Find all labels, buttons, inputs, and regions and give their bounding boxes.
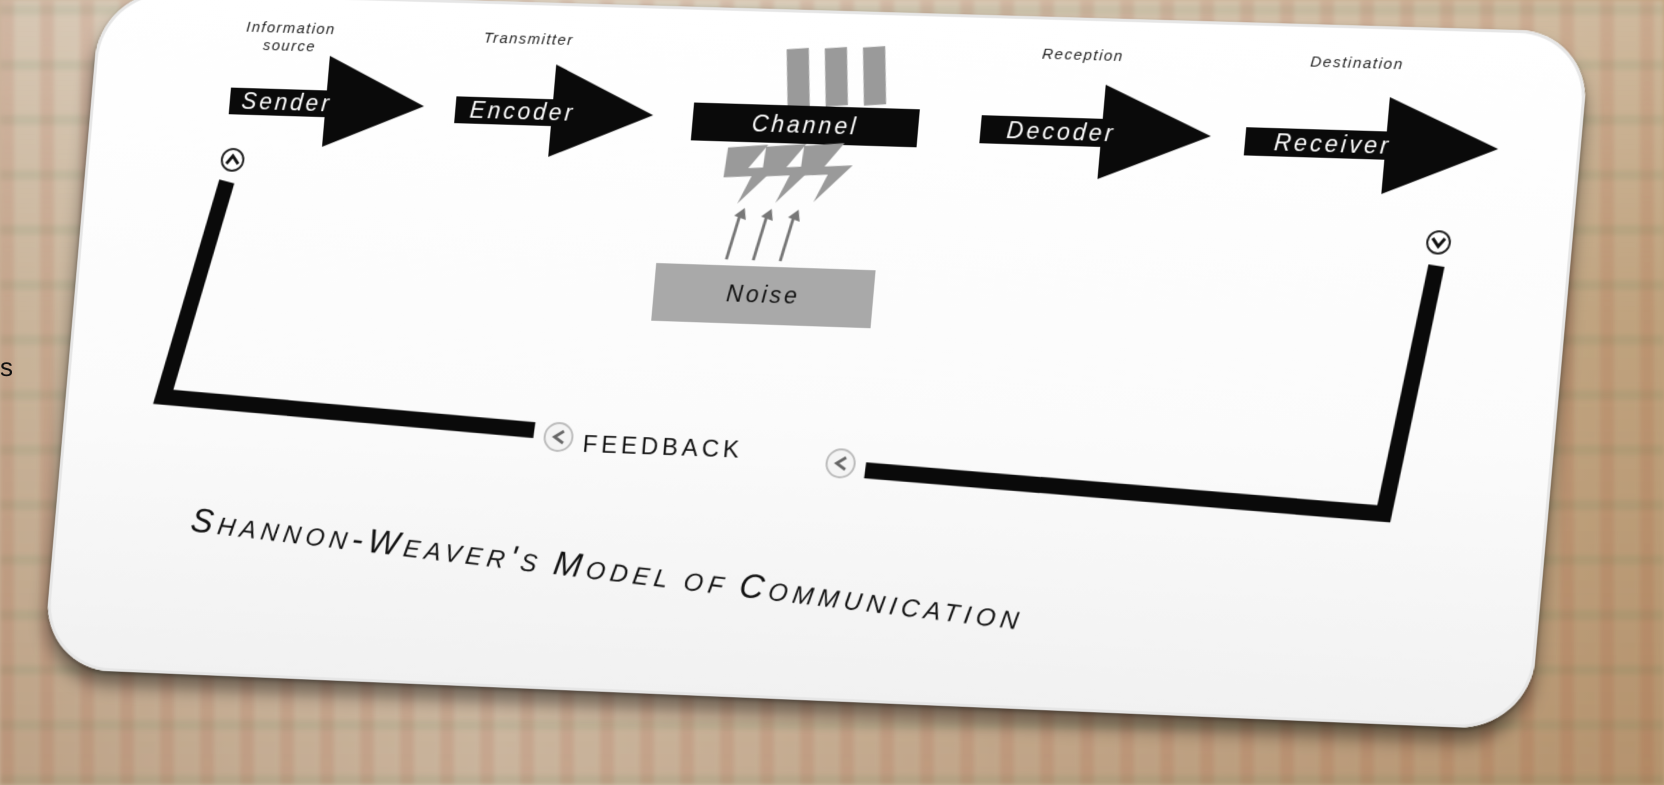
noise-up-arrows [726,208,800,262]
receiver-label: Receiver [1273,129,1392,159]
title-part: M [551,544,590,586]
diagram-title: SHANNON-WEAVER'S MODEL OF COMMUNICATION [188,501,1027,638]
feedback-loop [157,180,1440,515]
communication-model-diagram: Information source Transmitter Reception… [42,20,1503,638]
sender-arrow: Sender [226,53,429,150]
caption-transmitter: Transmitter [483,30,574,49]
decoder-label: Decoder [1006,117,1117,147]
left-chevron-icon [825,448,855,479]
title-part: HANNON [215,513,353,556]
title-part: C [737,566,772,607]
title-part: -W [349,520,407,564]
down-chevron-icon [1426,231,1450,254]
sender-label: Sender [240,88,332,117]
up-chevron-icon [221,149,244,171]
feedback-label: FEEDBACK [582,431,745,464]
feedback-group: FEEDBACK [542,423,855,479]
decoder-arrow: Decoder [976,81,1216,183]
noise-zigzags [721,142,852,205]
receiver-arrow: Receiver [1240,92,1503,198]
noise-box: Noise [651,262,876,329]
title-part: OMMUNICATION [766,579,1025,636]
caption-information-source-line1: Information [246,20,337,39]
title-part: ODEL [584,557,686,595]
noise-label: Noise [725,280,801,309]
title-part: S [188,501,221,542]
edge-glyph: s [0,352,12,382]
caption-reception: Reception [1041,47,1124,66]
caption-information-source-line2: source [262,38,316,55]
diagram-card: Information source Transmitter Reception… [42,0,1591,731]
title-part: S [518,549,555,580]
diagram-title-group: SHANNON-WEAVER'S MODEL OF COMMUNICATION [188,501,1027,638]
channel-box: Channel [690,102,920,148]
left-chevron-icon [543,423,573,452]
encoder-arrow: Encoder [451,61,658,161]
title-part: EAVER [401,535,511,574]
noise-burst-top [786,45,892,108]
caption-destination: Destination [1310,54,1405,73]
encoder-label: Encoder [469,97,577,126]
title-part: OF [682,569,742,602]
channel-label: Channel [751,110,860,139]
